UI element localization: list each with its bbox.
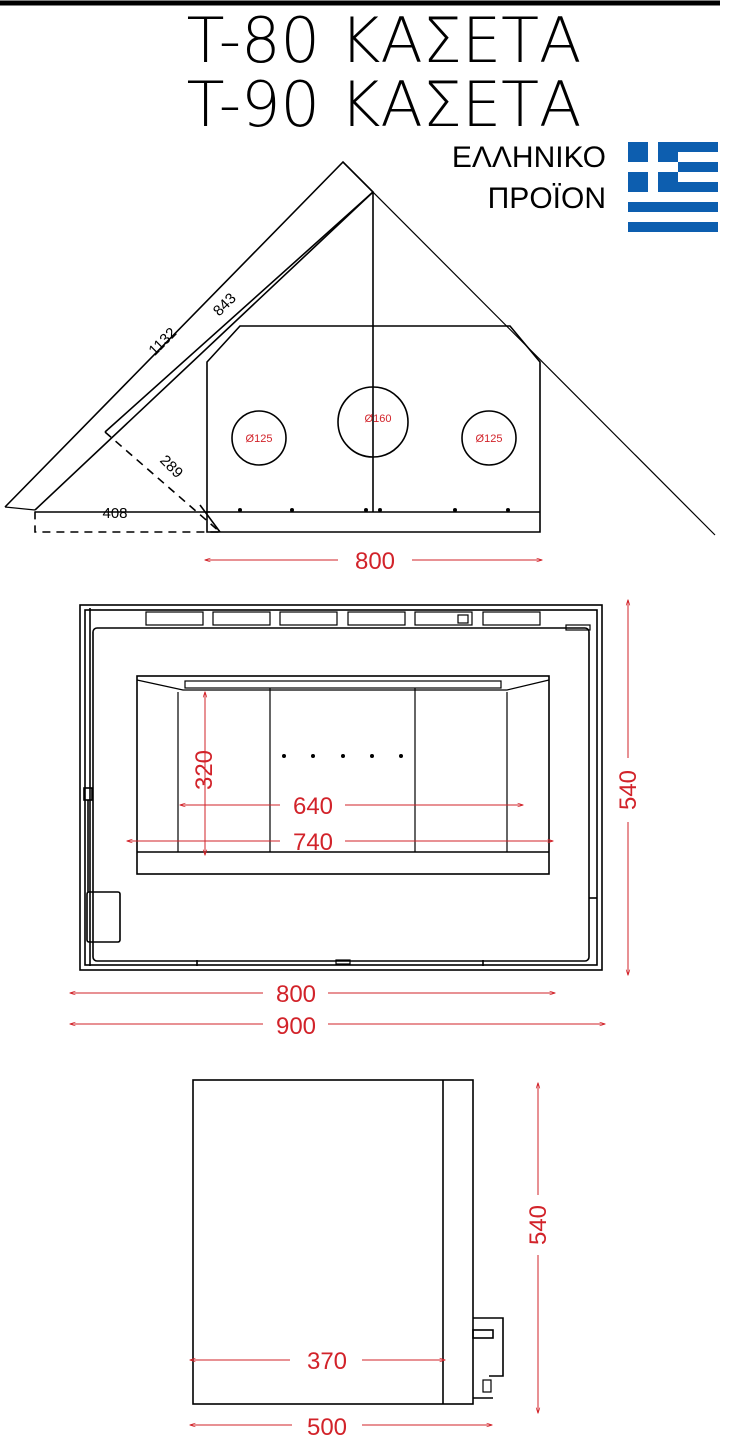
dim-289: 289 (156, 452, 186, 482)
hole-center-label: Ø160 (365, 413, 392, 425)
greek-flag-icon (628, 142, 718, 232)
made-in-greece-line-1: ΕΛΛΗΝΙΚΟ (452, 141, 606, 174)
dim-1132: 1132 (145, 324, 180, 359)
hole-left-label: Ø125 (246, 433, 273, 445)
dim-side-body-depth: 370 (307, 1348, 347, 1375)
top-view: Ø125 Ø160 Ø125 1132 843 289 408 800 (4, 160, 716, 575)
dim-front-body-width: 800 (276, 981, 316, 1008)
dim-top-width: 800 (355, 548, 395, 575)
front-view: 320 640 740 540 800 900 (70, 600, 642, 1040)
dim-408: 408 (102, 505, 127, 522)
dim-front-inner-width-740: 740 (293, 829, 333, 856)
dim-front-inner-height: 320 (191, 750, 218, 790)
dim-side-total-depth: 500 (307, 1414, 347, 1441)
made-in-greece-line-2: ΠΡΟΪΟΝ (488, 182, 606, 215)
title-line-2: T-90 ΚΑΣΕΤΑ (187, 68, 582, 141)
dim-side-height: 540 (525, 1205, 552, 1245)
hole-right-label: Ø125 (476, 433, 503, 445)
title-line-1: T-80 ΚΑΣΕΤΑ (187, 4, 582, 77)
side-view: 540 370 500 (190, 1079, 552, 1441)
dim-front-outer-height: 540 (615, 770, 642, 810)
dim-front-inner-width-640: 640 (293, 793, 333, 820)
dim-front-frame-width: 900 (276, 1013, 316, 1040)
